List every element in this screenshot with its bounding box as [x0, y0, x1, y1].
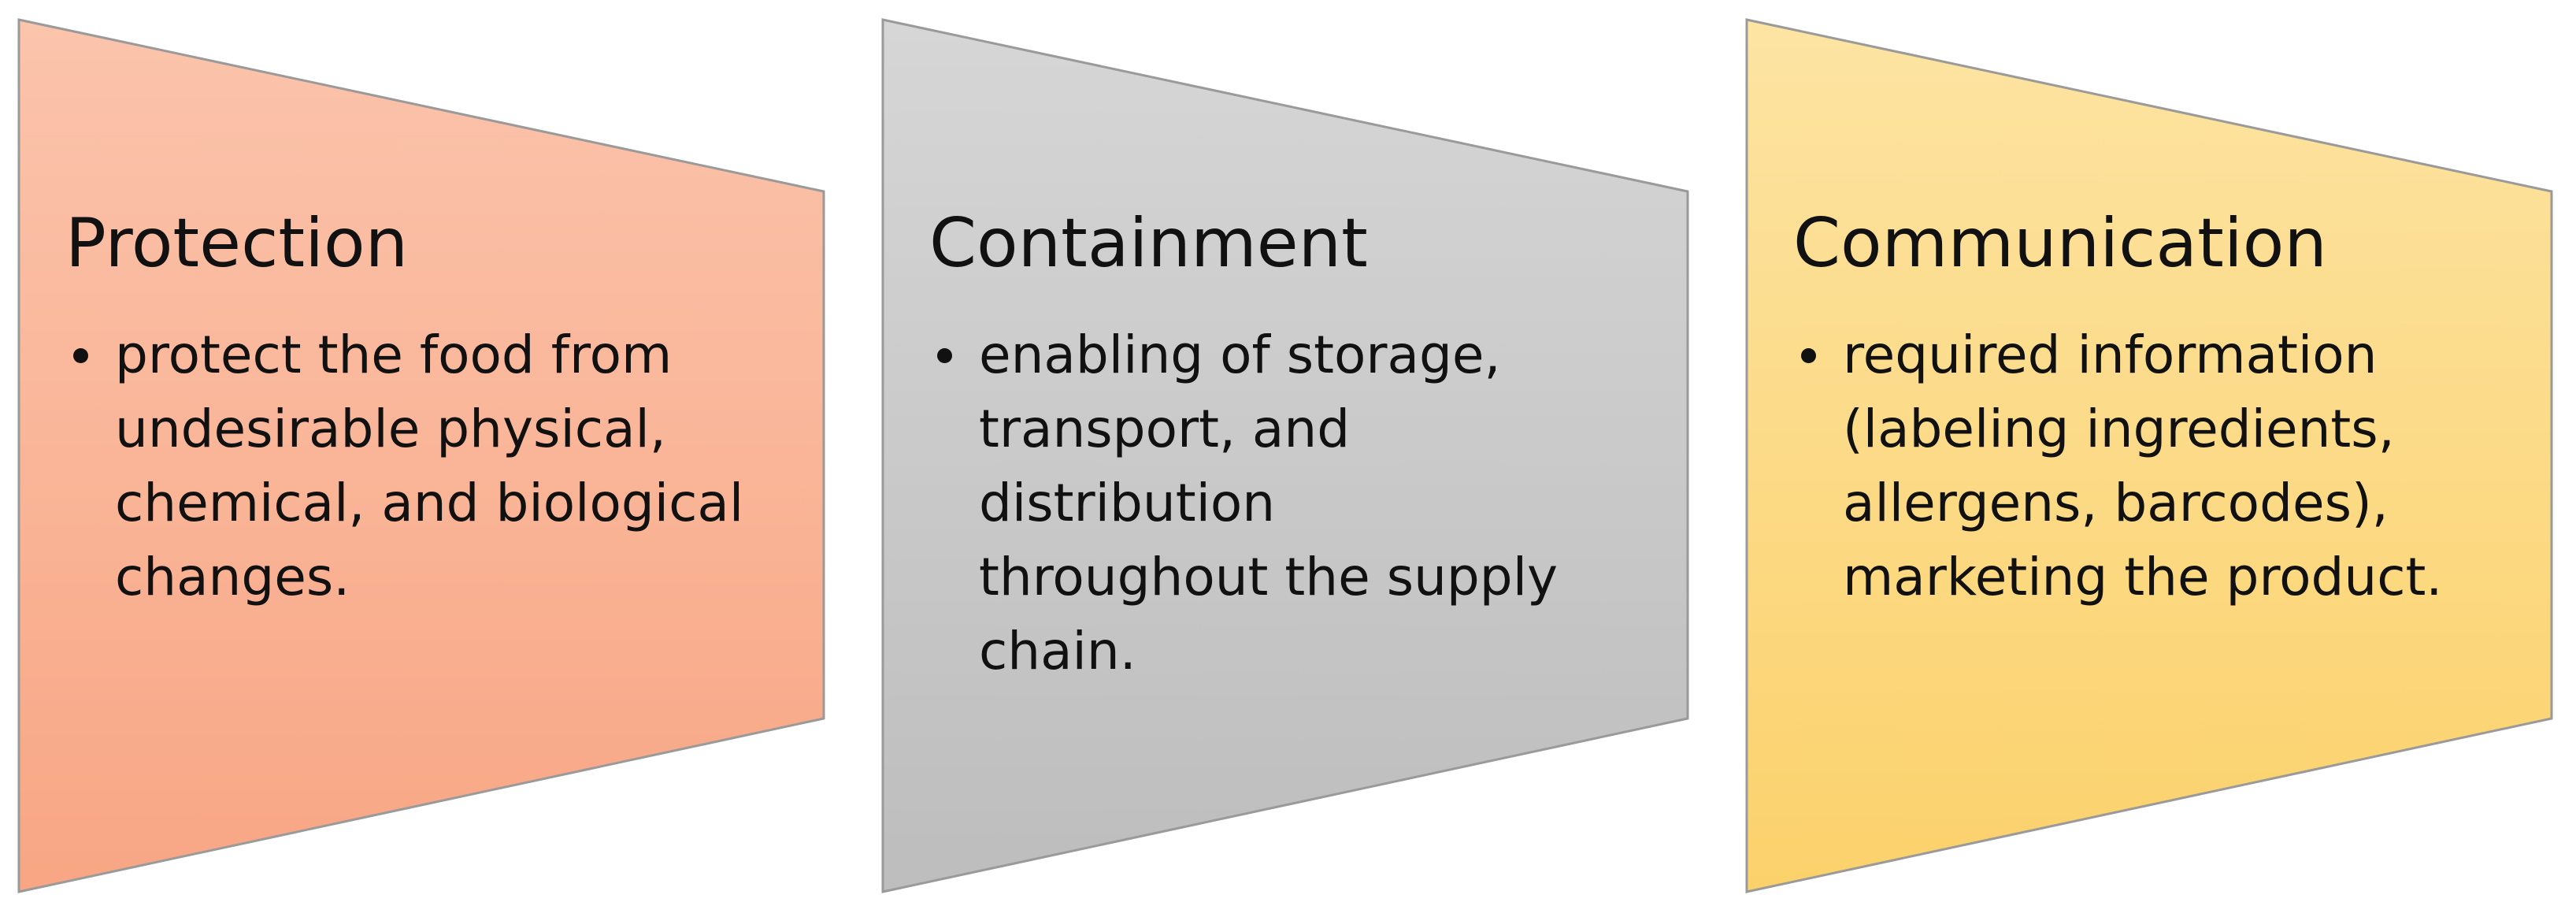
panel-shape	[881, 18, 1689, 893]
bullet-text: enabling of storage, transport, and dist…	[979, 325, 1559, 681]
bullet-icon	[932, 318, 964, 392]
panel-shape	[17, 18, 825, 893]
bullet-list: required information (labeling ingredien…	[1793, 318, 2533, 614]
panel-content: Communication required information (labe…	[1793, 197, 2533, 614]
bullet-item: enabling of storage, transport, and dist…	[929, 318, 1670, 689]
bullet-item: protect the food from undesirable physic…	[65, 318, 806, 614]
panel-shape	[1745, 18, 2553, 893]
panel-content: Protection protect the food from undesir…	[65, 197, 806, 614]
bullet-text: protect the food from undesirable physic…	[115, 325, 744, 607]
panel-communication: Communication required information (labe…	[1728, 0, 2576, 917]
bullet-list: enabling of storage, transport, and dist…	[929, 318, 1670, 689]
panel-protection: Protection protect the food from undesir…	[0, 0, 866, 917]
bullet-icon	[69, 318, 100, 392]
panel-title: Communication	[1793, 204, 2327, 283]
panel-title: Protection	[65, 204, 409, 283]
panel-title: Containment	[929, 204, 1368, 283]
bullet-icon	[1796, 318, 1828, 392]
panel-containment: Containment enabling of storage, transpo…	[864, 0, 1730, 917]
panel-content: Containment enabling of storage, transpo…	[929, 197, 1670, 689]
bullet-text: required information (labeling ingredien…	[1843, 325, 2443, 607]
bullet-item: required information (labeling ingredien…	[1793, 318, 2533, 614]
bullet-list: protect the food from undesirable physic…	[65, 318, 806, 614]
